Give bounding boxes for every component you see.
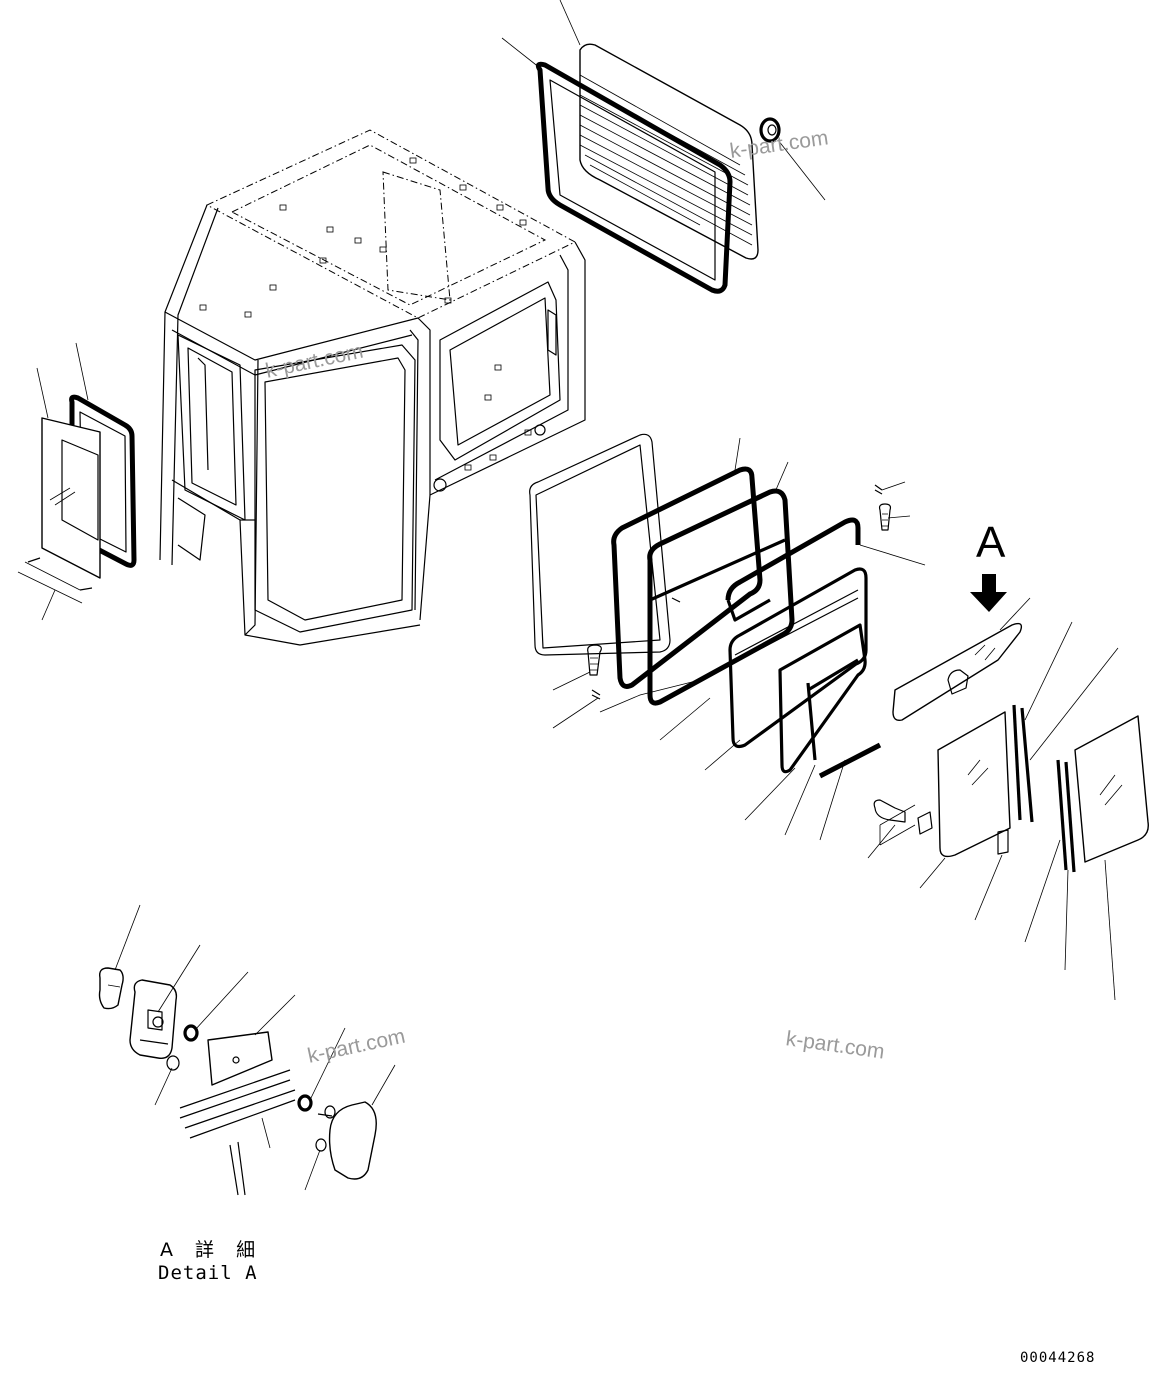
rear-window-assembly (501, 0, 826, 294)
door-window-assembly (529, 433, 926, 841)
detail-caption-english: Detail A (158, 1262, 258, 1284)
left-window-assembly (17, 342, 137, 621)
detail-caption-japanese: A 詳 細 (160, 1239, 264, 1261)
drawing-number: 00044268 (1020, 1350, 1096, 1366)
detail-a-parts (98, 904, 396, 1196)
sliding-window-parts (867, 597, 1149, 1001)
view-a-label: A (976, 518, 1006, 567)
cab-frame (159, 129, 586, 646)
view-a-arrow (970, 574, 1007, 612)
